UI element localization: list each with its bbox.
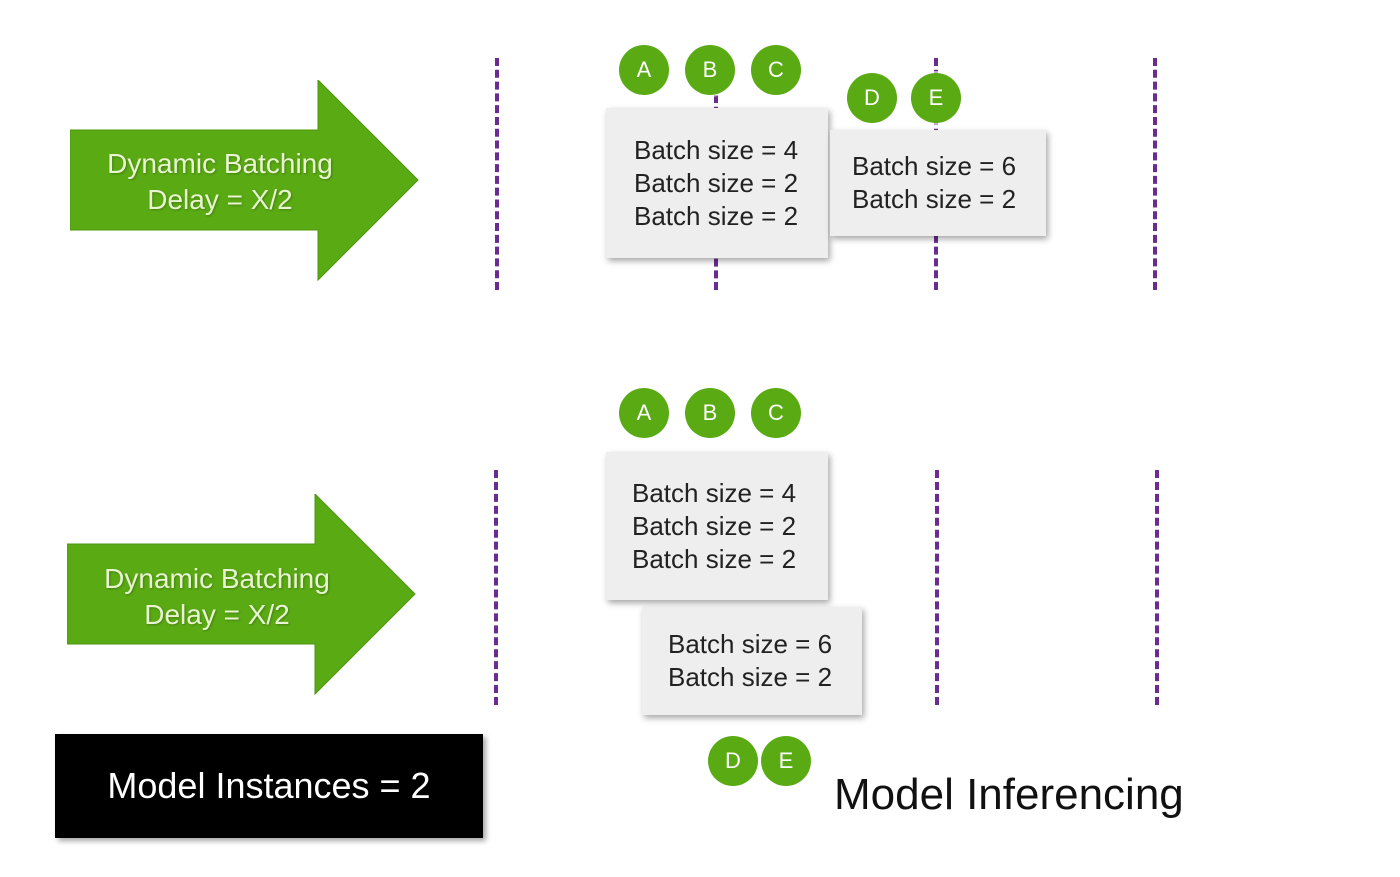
timeline-divider: [495, 58, 499, 290]
request-c-circle: C: [751, 388, 801, 438]
arrow-label-bottom: Dynamic Batching Delay = X/2: [67, 561, 367, 633]
request-e-circle: E: [761, 736, 811, 786]
batch-box-instance-1: Batch size = 4 Batch size = 2 Batch size…: [606, 108, 828, 258]
batch-size-label: Batch size = 2: [852, 184, 1017, 214]
model-instances-label: Model Instances = 2: [55, 734, 483, 838]
arrow-label-line2: Delay = X/2: [147, 184, 293, 215]
batch-size-label: Batch size = 2: [634, 167, 799, 198]
arrow-label-line1: Dynamic Batching: [107, 148, 333, 179]
request-d-circle: D: [708, 736, 758, 786]
model-inferencing-caption: Model Inferencing: [834, 770, 1184, 819]
timeline-divider: [1155, 470, 1159, 705]
batch-size-label: Batch size = 4: [634, 134, 799, 165]
dynamic-batching-arrow-top: [70, 80, 419, 282]
batch-size-label: Batch size = 6: [852, 151, 1017, 181]
batch-size-label: Batch size = 6: [668, 629, 833, 659]
request-a-circle: A: [619, 45, 669, 95]
batch-size-label: Batch size = 4: [632, 477, 797, 508]
request-e-circle: E: [911, 73, 961, 123]
request-a-circle: A: [619, 388, 669, 438]
batch-box-instance-2: Batch size = 6 Batch size = 2: [830, 130, 1046, 236]
batch-box-instance-2: Batch size = 6 Batch size = 2: [642, 607, 862, 715]
timeline-divider: [1153, 58, 1157, 290]
timeline-divider: [494, 470, 498, 705]
model-instances-text: Model Instances = 2: [107, 765, 431, 806]
request-c-circle: C: [751, 45, 801, 95]
arrow-label-line1: Dynamic Batching: [104, 563, 330, 594]
request-b-circle: B: [685, 45, 735, 95]
arrow-label-top: Dynamic Batching Delay = X/2: [70, 146, 370, 218]
batch-size-label: Batch size = 2: [632, 510, 797, 541]
timeline-divider: [935, 470, 939, 705]
request-b-circle: B: [685, 388, 735, 438]
batch-size-label: Batch size = 2: [668, 662, 833, 692]
batch-size-label: Batch size = 2: [632, 543, 797, 574]
batch-box-instance-1: Batch size = 4 Batch size = 2 Batch size…: [606, 452, 828, 600]
batch-size-label: Batch size = 2: [634, 200, 799, 231]
dynamic-batching-arrow-bottom: [67, 494, 416, 696]
request-d-circle: D: [847, 73, 897, 123]
arrow-label-line2: Delay = X/2: [144, 599, 290, 630]
